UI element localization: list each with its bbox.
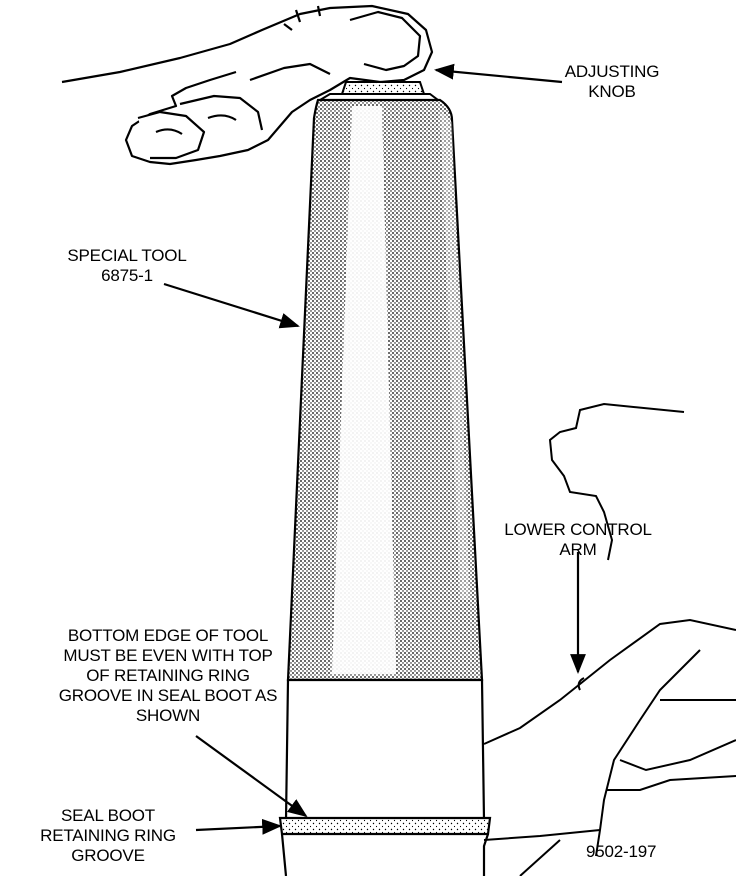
adjusting-knob-label-line1: ADJUSTING: [564, 62, 660, 81]
leader-arrows: [163, 63, 586, 835]
special-tool-arrow: [163, 282, 300, 329]
seal-boot-groove-label-line3: GROOVE: [71, 846, 145, 865]
adjusting-knob-label-line2: KNOB: [588, 82, 636, 101]
bottom-edge-note-line4: GROOVE IN SEAL BOOT AS: [58, 686, 278, 705]
bottom-edge-arrow: [195, 735, 308, 818]
special-tool-body: [286, 98, 484, 682]
bottom-edge-note-line5: SHOWN: [135, 706, 201, 725]
seal-boot-groove-label-line2: RETAINING RING: [40, 826, 176, 845]
special-tool-label-line1: SPECIAL TOOL: [67, 246, 187, 265]
lower-control-arm: [483, 402, 736, 877]
seal-boot-groove-label-line1: SEAL BOOT: [61, 806, 155, 825]
lower-control-arm-label-line1: LOWER CONTROL: [504, 520, 652, 539]
adjusting-knob-label: ADJUSTING KNOB: [564, 62, 660, 102]
seal-boot-groove-arrow: [195, 818, 282, 835]
special-tool-label-line2: 6875-1: [101, 266, 153, 285]
seal-boot: [278, 678, 492, 877]
bottom-edge-note-line1: BOTTOM EDGE OF TOOL: [67, 626, 269, 645]
lower-control-arm-label-line2: ARM: [559, 540, 597, 559]
bottom-edge-note-line3: OF RETAINING RING: [86, 666, 250, 685]
seal-boot-groove-label: SEAL BOOT RETAINING RING GROOVE: [22, 806, 194, 866]
hand-illustration: [61, 4, 434, 166]
lower-control-arm-label: LOWER CONTROL ARM: [486, 520, 670, 560]
adjusting-knob-arrow: [434, 63, 563, 84]
figure-number: 9502-197: [586, 842, 657, 861]
bottom-edge-note-line2: MUST BE EVEN WITH TOP: [63, 646, 273, 665]
bottom-edge-note: BOTTOM EDGE OF TOOL MUST BE EVEN WITH TO…: [32, 626, 304, 726]
special-tool-label: SPECIAL TOOL 6875-1: [52, 246, 202, 286]
